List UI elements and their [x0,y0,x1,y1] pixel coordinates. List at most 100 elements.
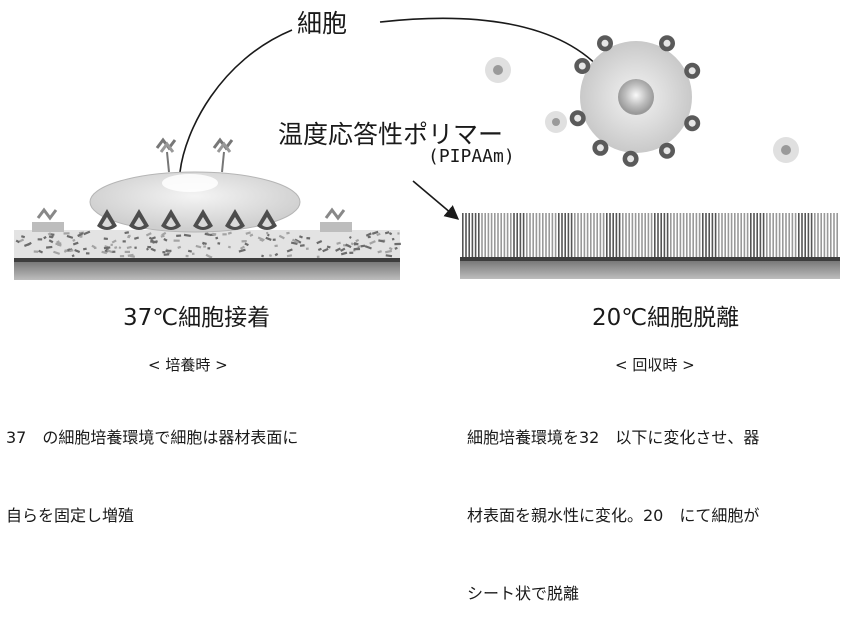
polymer-chain [529,213,531,257]
polymer-speckle [46,245,53,249]
polymer-chain [756,213,758,257]
polymer-speckle [245,231,251,235]
polymer-speckle [376,232,381,237]
polymer-speckle [272,238,276,241]
polymer-chain [494,213,496,257]
diagram-canvas [14,17,840,280]
polymer-chain [593,213,595,257]
polymer-speckle [55,242,62,246]
polymer-speckle [241,240,247,243]
polymer-chain [750,213,752,257]
polymer-chain [628,213,630,257]
polymer-chain [542,213,544,257]
polymer-speckle [326,245,331,249]
polymer-chain [574,213,576,257]
polymer-speckle [163,253,170,256]
polymer-speckle [74,249,81,254]
polymer-chain [666,213,669,257]
polymer-speckle [294,238,302,244]
polymer-speckle [160,234,165,238]
polymer-chain [698,213,701,257]
cell-pointer-curve-left [179,29,293,173]
polymer-chain [746,213,749,257]
cell-surface-protein-core [688,119,696,127]
polymer-chain [679,213,682,257]
polymer-chain [670,213,672,257]
polymer-chain [484,213,486,257]
polymer-speckle [53,250,61,255]
polymer-speckle [340,247,346,252]
polymer-speckle [124,250,130,253]
polymer-chain [471,213,474,257]
polymer-speckle [71,254,75,258]
polymer-speckle [110,243,113,247]
polymer-speckle [63,232,70,235]
polymer-speckle [72,241,79,246]
protein-cluster-top-left [485,57,511,83]
right-description-line: 細胞培養環境を32 以下に変化させ、器 [467,428,760,447]
polymer-speckle [377,250,382,254]
polymer-chain [503,213,506,257]
polymer-speckle [217,242,221,245]
cell-pointer-curve-right [379,17,606,75]
polymer-speckle [353,242,359,246]
polymer-speckle [202,241,207,245]
polymer-speckle [369,240,376,245]
polymer-chain [791,213,794,257]
polymer-chain [743,213,746,257]
adhesion-proteins [97,209,277,230]
polymer-chain [769,213,771,257]
polymer-chain [724,213,726,257]
polymer-speckle [191,252,195,255]
polymer-speckle [274,252,279,257]
polymer-speckle [286,254,293,258]
polymer-speckle [83,230,91,236]
polymer-chain [814,213,816,257]
polymer-speckle [27,241,32,246]
polymer-chain [465,213,467,257]
polymer-speckles [15,230,401,259]
polymer-chain [775,213,778,257]
polymer-chain [705,213,707,257]
polymer-chain [650,213,653,257]
polymer-speckle [111,239,117,244]
left-panel-subtitle: < 培養時 > [148,356,228,374]
right-panel-description: 細胞培養環境を32 以下に変化させ、器 材表面を親水性に変化。20 にて細胞が … [467,373,759,633]
polymer-speckle [33,250,39,253]
polymer-speckle [360,244,366,248]
polymer-chain [785,213,787,257]
polymer-chain [478,213,480,257]
polymer-speckle [147,245,152,249]
polymer-speckle [306,236,311,240]
polymer-chain [631,213,634,257]
polymer-speckle [82,247,87,251]
polymer-chain [618,213,621,257]
polymer-chain [660,213,662,257]
polymer-speckle [207,247,211,250]
adhesion-protein-core [262,217,272,227]
polymer-speckle [212,232,217,236]
polymer-chain [682,213,685,257]
polymer-speckle [394,246,398,250]
polymer-speckle [397,232,400,235]
polymer-speckle [378,239,385,243]
polymer-label: 温度応答性ポリマー [278,120,504,149]
polymer-speckle [77,232,84,238]
adhesion-protein-core [166,217,176,227]
polymer-chain [490,213,493,257]
polymer-chain [548,213,550,257]
polymer-speckle [240,245,245,250]
polymer-speckle [298,235,303,239]
polymer-speckle [127,253,134,257]
detached-cell-nucleus [618,79,654,115]
polymer-speckle [146,247,149,251]
polymer-chain [612,213,614,257]
cell-receptor-left [155,137,177,173]
polymer-speckle [72,238,76,242]
polymer-speckle [185,254,189,258]
right-description-line: 材表面を親水性に変化。20 にて細胞が [467,506,760,525]
polymer-speckle [317,247,322,252]
polymer-speckle [176,234,182,237]
polymer-speckle [238,248,246,253]
polymer-speckle [335,247,341,252]
